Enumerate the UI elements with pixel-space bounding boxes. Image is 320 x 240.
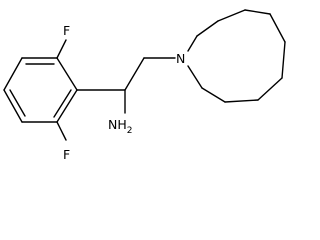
- bond-ring-to-fluorine-bottom: [56, 121, 67, 141]
- bond-azocane-8: [224, 99, 259, 103]
- azocane-ring: [187, 9, 286, 103]
- bond-azocane-10: [187, 65, 203, 89]
- amine-subscript: 2: [127, 126, 133, 136]
- bond-ring-top-left-edge: [3, 57, 23, 91]
- bond-azocane-4: [244, 9, 271, 15]
- bond-ring-bottom-left: [3, 89, 23, 123]
- bond-ring-top-right: [56, 57, 78, 91]
- amine-label: NH2: [108, 117, 132, 136]
- bond-azocane-7: [257, 77, 283, 101]
- bond-ch-to-ch2: [124, 57, 145, 91]
- bond-azocane-6: [281, 41, 286, 79]
- structure-diagram: F F NH2 N: [3, 9, 286, 162]
- fluorine-top-label: F: [63, 23, 70, 38]
- ring-nitrogen-label: N: [176, 51, 185, 66]
- bond-azocane-1: [187, 35, 198, 52]
- bond-azocane-9: [201, 87, 226, 103]
- bond-ring-inner-right: [53, 89, 72, 118]
- bond-ring-inner-left: [9, 89, 26, 117]
- bond-ring-right: [56, 89, 78, 123]
- benzene-ring: [3, 57, 78, 123]
- bond-azocane-2: [196, 20, 219, 37]
- bond-azocane-5: [269, 13, 286, 43]
- bond-ring-to-fluorine-top: [56, 39, 67, 59]
- bond-azocane-3: [217, 9, 246, 22]
- fluorine-bottom-label: F: [63, 147, 70, 162]
